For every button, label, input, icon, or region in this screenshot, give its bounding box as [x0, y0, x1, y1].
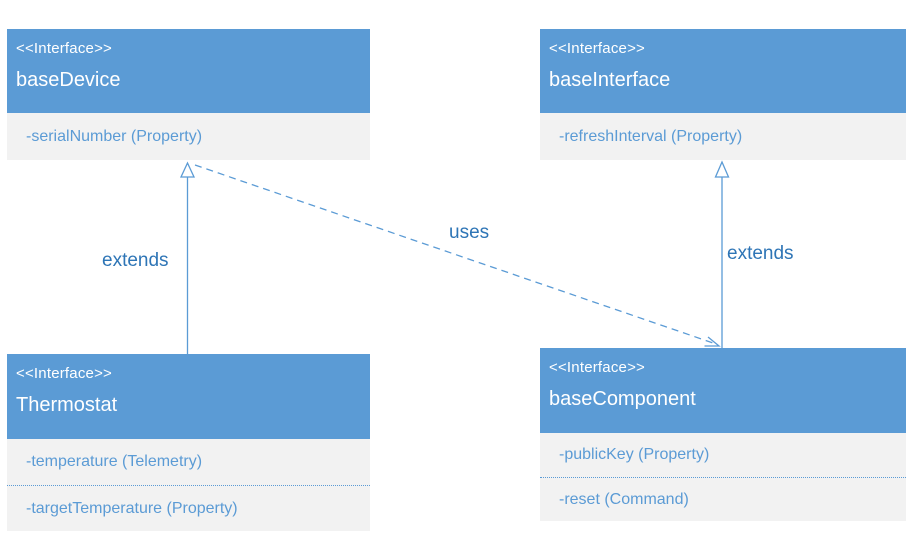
edge-label-extends-right: extends [727, 243, 794, 264]
uses-edge-basedevice-to-basecomponent [194, 164, 721, 347]
hollow-triangle-arrowhead [714, 160, 730, 178]
stereotype-label: <<Interface>> [549, 40, 646, 57]
edge-label-extends-left: extends [102, 250, 169, 271]
class-name: baseDevice [16, 69, 121, 91]
member-list: -temperature (Telemetry) -targetTemperat… [7, 439, 370, 531]
extends-edge-basecomponent-to-baseinterface [714, 160, 730, 348]
class-box-basedevice[interactable]: <<Interface>> baseDevice -serialNumber (… [7, 29, 370, 160]
class-name: baseInterface [549, 69, 671, 91]
member-row: -refreshInterval (Property) [559, 127, 743, 145]
class-header: <<Interface>> baseInterface [540, 29, 906, 113]
member-list: -refreshInterval (Property) [540, 113, 906, 160]
extends-edge-thermostat-to-basedevice [179, 161, 196, 354]
class-box-basecomponent[interactable]: <<Interface>> baseComponent -publicKey (… [540, 348, 906, 521]
class-header: <<Interface>> Thermostat [7, 354, 370, 439]
member-row: -targetTemperature (Property) [7, 485, 370, 531]
edge-label-uses: uses [449, 222, 490, 243]
member-list: -publicKey (Property) -reset (Command) [540, 433, 906, 521]
member-row: -temperature (Telemetry) [26, 453, 203, 470]
hollow-triangle-arrowhead [179, 161, 196, 178]
open-arrowhead [704, 336, 721, 347]
member-row: -serialNumber (Property) [26, 127, 203, 145]
stereotype-label: <<Interface>> [16, 365, 113, 382]
class-box-baseinterface[interactable]: <<Interface>> baseInterface -refreshInte… [540, 29, 906, 160]
class-header: <<Interface>> baseComponent [540, 348, 906, 433]
member-list: -serialNumber (Property) [7, 113, 370, 160]
class-header: <<Interface>> baseDevice [7, 29, 370, 113]
stereotype-label: <<Interface>> [16, 40, 113, 57]
class-box-thermostat[interactable]: <<Interface>> Thermostat -temperature (T… [7, 354, 370, 531]
stereotype-label: <<Interface>> [549, 359, 646, 376]
class-name: baseComponent [549, 388, 696, 410]
member-row: -reset (Command) [540, 477, 906, 521]
member-row: -publicKey (Property) [559, 446, 710, 463]
class-name: Thermostat [16, 394, 118, 416]
